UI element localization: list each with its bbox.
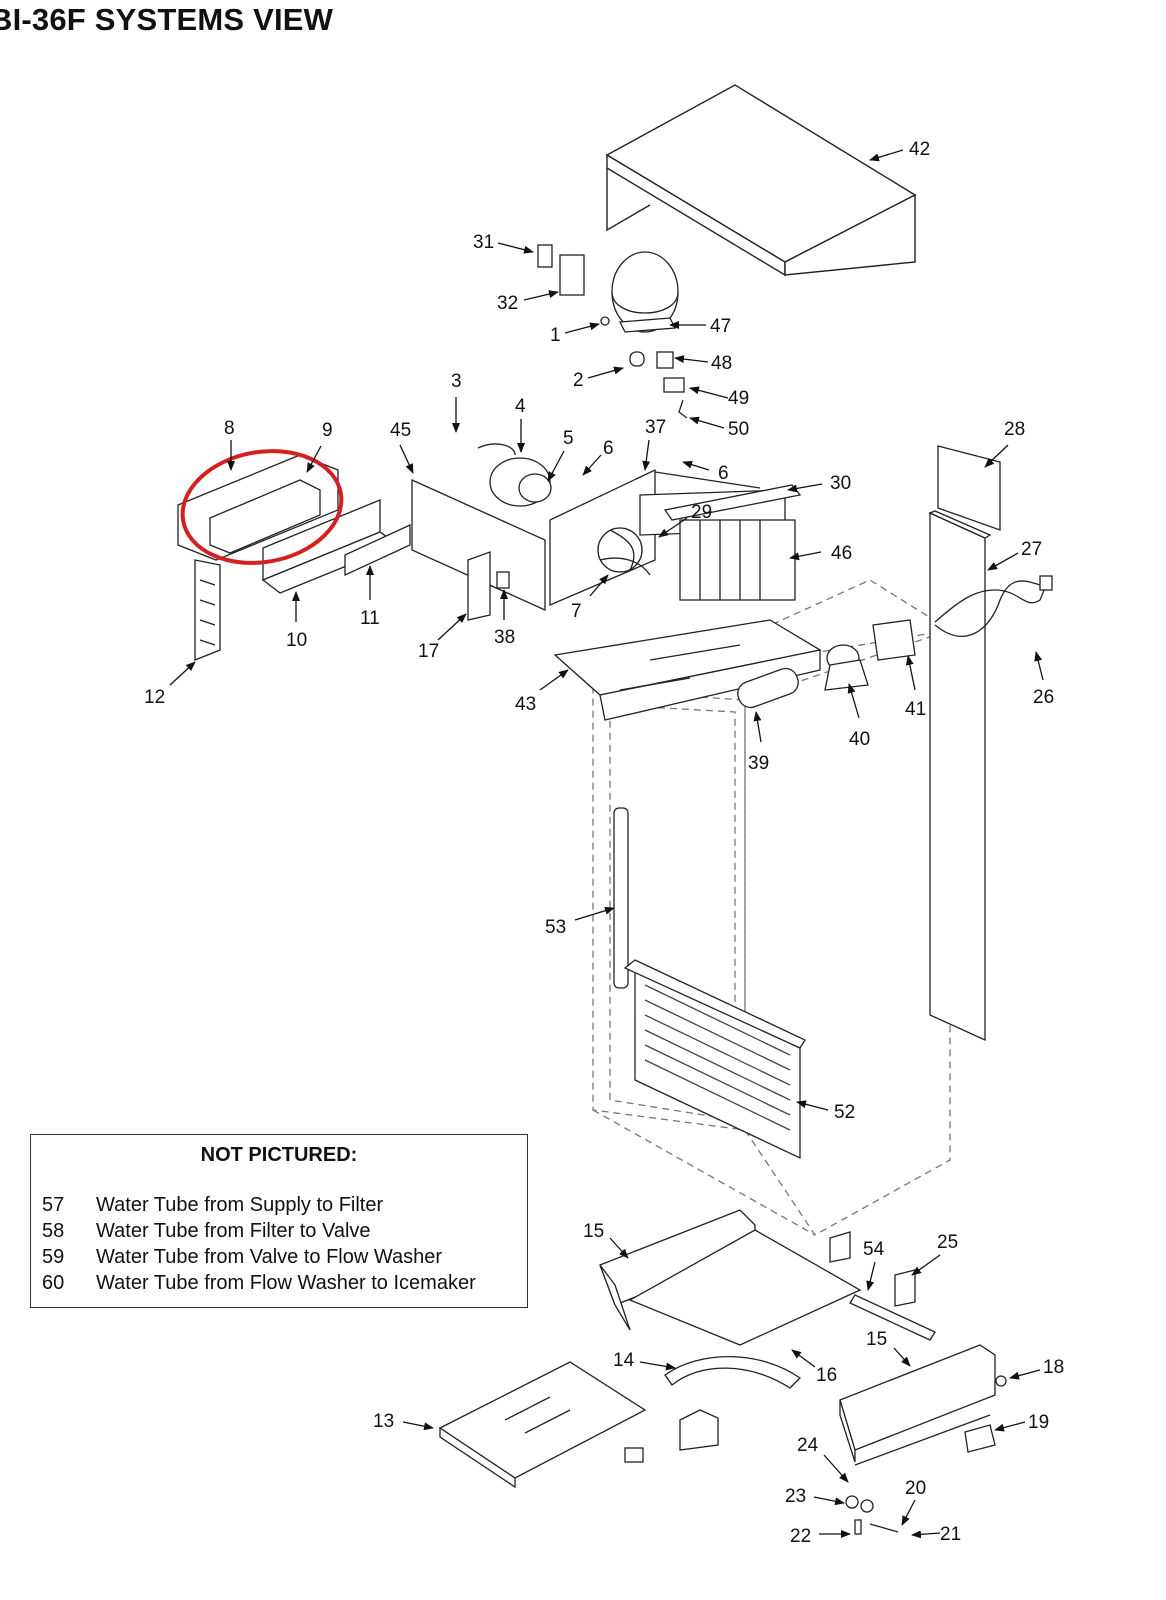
- callout-30: 30: [830, 473, 851, 494]
- evaporator-assembly-part: [411, 443, 822, 721]
- callout-50: 50: [728, 419, 749, 440]
- callout-1: 1: [550, 325, 561, 346]
- not-pictured-box: NOT PICTURED: 57 Water Tube from Supply t…: [30, 1134, 528, 1308]
- callout-54: 54: [863, 1239, 885, 1260]
- part-number: 57: [42, 1194, 65, 1216]
- callout-13: 13: [373, 1411, 394, 1432]
- part-description: Water Tube from Filter to Valve: [96, 1220, 371, 1242]
- callout-12: 12: [144, 687, 165, 708]
- callout-32: 32: [497, 293, 518, 314]
- callout-37: 37: [645, 417, 666, 438]
- callout-42: 42: [909, 139, 930, 160]
- part-description: Water Tube from Flow Washer to Icemaker: [96, 1272, 476, 1294]
- callout-8: 8: [224, 418, 235, 439]
- not-pictured-item: 58 Water Tube from Filter to Valve: [42, 1220, 371, 1243]
- part-number: 58: [42, 1220, 65, 1242]
- callout-52: 52: [834, 1102, 855, 1123]
- top-cover-part: [605, 84, 917, 277]
- callout-18: 18: [1043, 1357, 1064, 1378]
- callout-3: 3: [451, 371, 462, 392]
- callout-27: 27: [1021, 539, 1042, 560]
- callout-49: 49: [728, 388, 749, 409]
- page-title: BI-36F SYSTEMS VIEW: [0, 2, 334, 37]
- callout-31: 31: [473, 232, 494, 253]
- callout-4: 4: [515, 396, 526, 417]
- callout-2: 2: [573, 370, 584, 391]
- part-description: Water Tube from Supply to Filter: [96, 1194, 384, 1216]
- callout-39: 39: [748, 753, 769, 774]
- compressor-part: [537, 244, 688, 419]
- callout-15a: 15: [583, 1221, 604, 1242]
- callout-5: 5: [563, 428, 574, 449]
- condenser-coil-part: [613, 807, 806, 1160]
- callout-24: 24: [797, 1435, 819, 1456]
- callout-16: 16: [816, 1365, 837, 1386]
- callout-19: 19: [1028, 1412, 1049, 1433]
- callout-7: 7: [571, 601, 582, 622]
- callout-17: 17: [418, 641, 439, 662]
- callout-48: 48: [711, 353, 732, 374]
- callout-41: 41: [905, 699, 926, 720]
- callout-38: 38: [494, 627, 515, 648]
- callout-46: 46: [831, 543, 852, 564]
- part-number: 60: [42, 1272, 65, 1294]
- callout-22: 22: [790, 1526, 811, 1547]
- callout-15b: 15: [866, 1329, 887, 1350]
- callout-23: 23: [785, 1486, 806, 1507]
- condenser-fan-motor-part: [737, 619, 916, 709]
- leader-arrows: [169, 149, 1044, 1539]
- callout-6b: 6: [718, 463, 729, 484]
- callout-28: 28: [1004, 419, 1025, 440]
- callout-10: 10: [286, 630, 307, 651]
- base-assembly-part: [438, 1209, 1007, 1535]
- not-pictured-item: 60 Water Tube from Flow Washer to Icemake…: [42, 1272, 476, 1295]
- callout-47: 47: [710, 316, 731, 337]
- highlight-circle: [180, 449, 344, 565]
- not-pictured-title: NOT PICTURED:: [200, 1144, 358, 1166]
- callout-20: 20: [905, 1478, 926, 1499]
- callout-45: 45: [390, 420, 411, 441]
- part-description: Water Tube from Valve to Flow Washer: [96, 1246, 443, 1268]
- not-pictured-item: 59 Water Tube from Valve to Flow Washer: [42, 1246, 442, 1269]
- side-panel-part: [928, 445, 1053, 1042]
- callout-26: 26: [1033, 687, 1054, 708]
- callout-29: 29: [691, 502, 712, 523]
- callout-labels: 1 2 3 4 5 6 6 7 8 9 10 11 12 13 14 15 15…: [144, 139, 1064, 1547]
- not-pictured-item: 57 Water Tube from Supply to Filter: [42, 1194, 383, 1217]
- part-number: 59: [42, 1246, 65, 1268]
- callout-43: 43: [515, 694, 536, 715]
- callout-14: 14: [613, 1350, 635, 1371]
- callout-40: 40: [849, 729, 870, 750]
- callout-11: 11: [360, 608, 380, 629]
- callout-21: 21: [940, 1524, 961, 1545]
- callout-25: 25: [937, 1232, 958, 1253]
- callout-9: 9: [322, 420, 333, 441]
- callout-53: 53: [545, 917, 566, 938]
- callout-6a: 6: [603, 438, 614, 459]
